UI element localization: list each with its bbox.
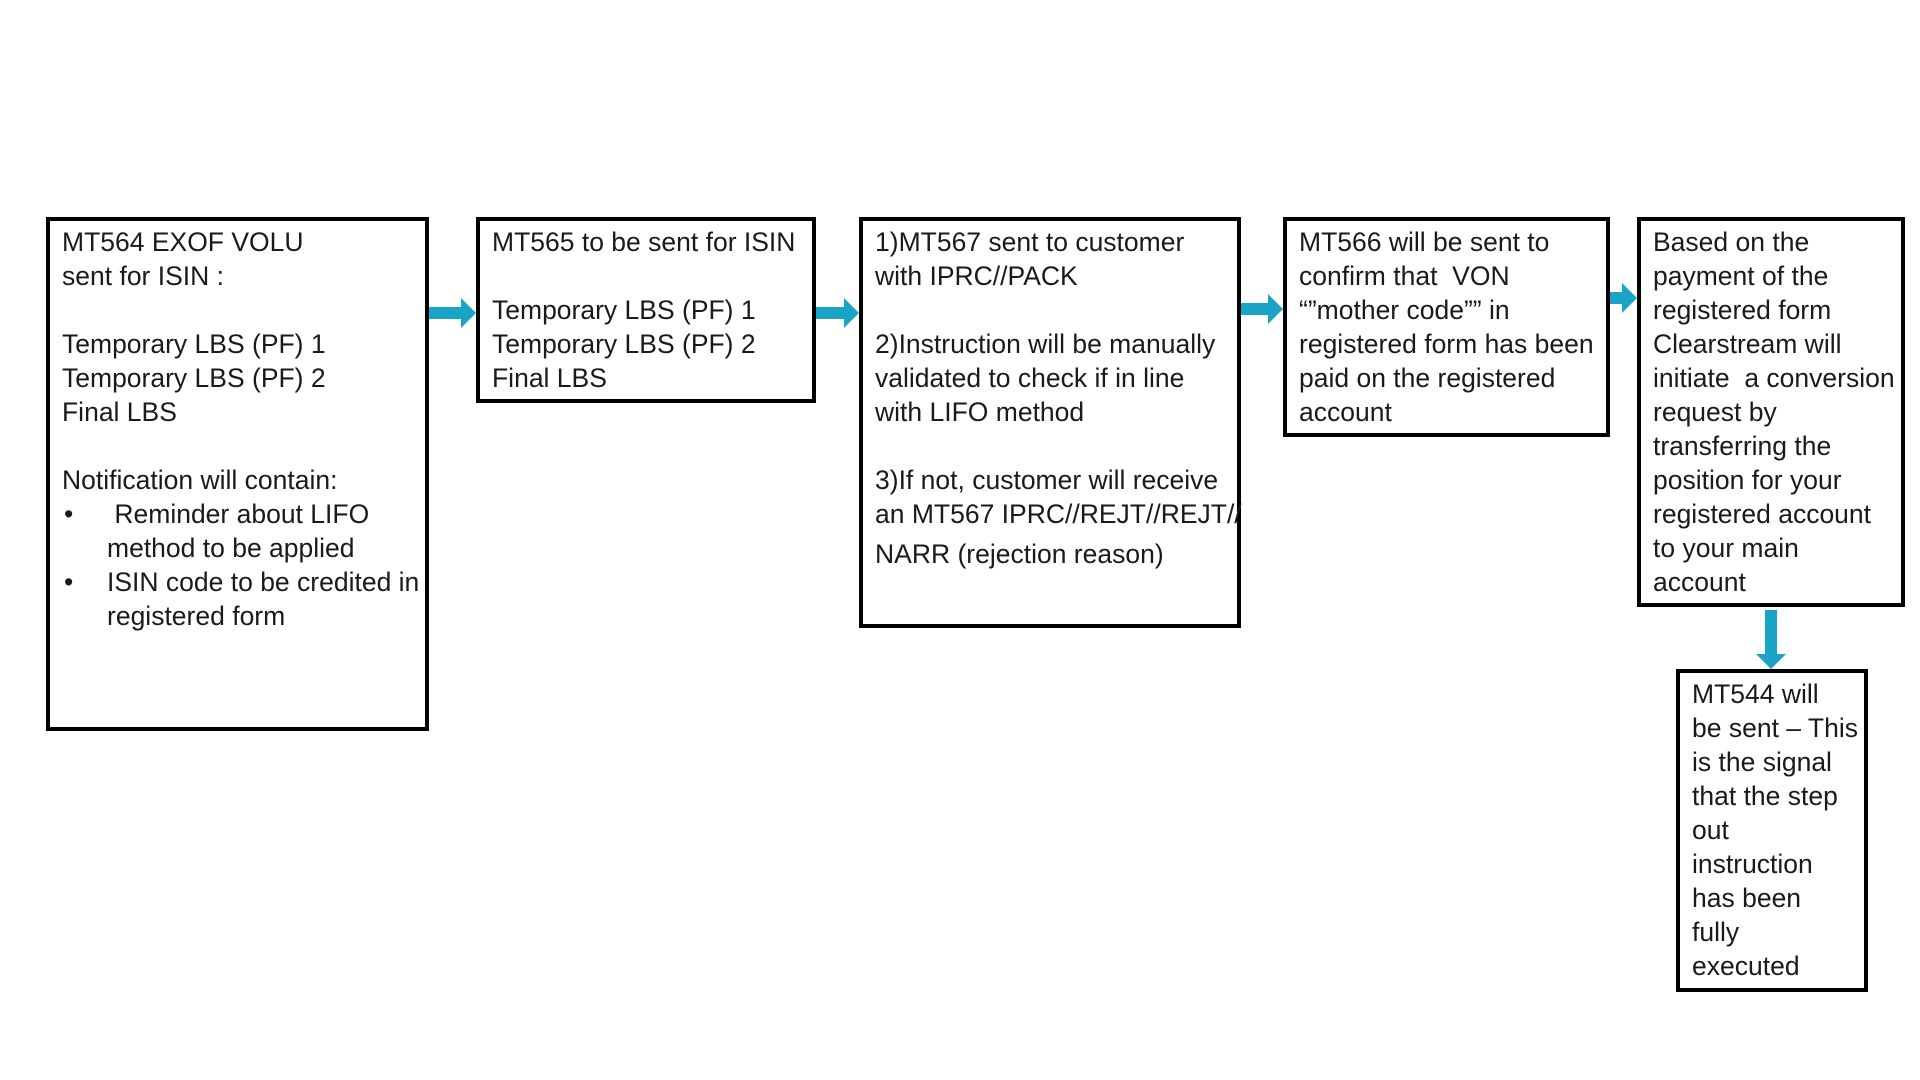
conversion-line: request by: [1653, 397, 1777, 427]
mt567-line: 2)Instruction will be manually: [875, 329, 1216, 359]
block-arrow-icon: [1241, 294, 1283, 324]
mt565-item: Temporary LBS (PF) 2: [492, 329, 756, 359]
conversion-line: Clearstream will: [1653, 329, 1842, 359]
mt544-line: be sent – This: [1692, 713, 1858, 743]
mt567-box: 1)MT567 sent to customer with IPRC//PACK…: [859, 217, 1242, 628]
mt544-line: has been: [1692, 883, 1802, 913]
block-arrow-icon: [816, 298, 859, 328]
conversion-line: Based on the: [1653, 227, 1810, 257]
mt564-subtitle: sent for ISIN :: [62, 261, 225, 291]
mt566-line: registered form has been: [1299, 329, 1594, 359]
mt564-item: Temporary LBS (PF) 2: [62, 363, 326, 393]
conversion-line: registered form: [1653, 295, 1832, 325]
conversion-line: to your main: [1653, 533, 1799, 563]
mt544-line: that the step: [1692, 781, 1838, 811]
mt566-line: paid on the registered: [1299, 363, 1556, 393]
mt565-title: MT565 to be sent for ISIN: [492, 227, 796, 257]
block-arrow-icon: [1610, 283, 1637, 313]
mt564-bullet-item: Reminder about LIFO method to be applied: [62, 497, 413, 565]
block-arrow-icon: [429, 298, 476, 328]
mt566-line: account: [1299, 397, 1392, 427]
bullet-text: registered form: [107, 601, 286, 631]
bullet-text: method to be applied: [107, 533, 355, 563]
mt567-line: with LIFO method: [875, 397, 1085, 427]
mt566-line: “”mother code”” in: [1299, 295, 1510, 325]
mt544-line: MT544 will: [1692, 679, 1819, 709]
mt544-line: out: [1692, 815, 1729, 845]
conversion-line: position for your: [1653, 465, 1842, 495]
mt567-line: validated to check if in line: [875, 363, 1185, 393]
mt544-box: MT544 will be sent – This is the signal …: [1676, 669, 1868, 992]
mt544-line: is the signal: [1692, 747, 1832, 777]
conversion-box: Based on the payment of the registered f…: [1637, 217, 1905, 607]
conversion-line: payment of the: [1653, 261, 1829, 291]
mt544-line: instruction: [1692, 849, 1813, 879]
mt564-bullet-list: Reminder about LIFO method to be applied…: [62, 497, 420, 633]
bullet-text: Reminder about LIFO: [107, 499, 370, 529]
mt567-line: 3)If not, customer will receive: [875, 465, 1219, 495]
mt565-item: Final LBS: [492, 363, 607, 393]
mt567-line: an MT567 IPRC//REJT//REJT//: [875, 499, 1242, 529]
mt564-bullet-item: ISIN code to be credited in registered f…: [62, 565, 420, 633]
mt564-box: MT564 EXOF VOLU sent for ISIN : Temporar…: [46, 217, 429, 731]
bullet-text: ISIN code to be credited in: [107, 567, 420, 597]
conversion-line: account: [1653, 567, 1746, 597]
mt565-box: MT565 to be sent for ISIN Temporary LBS …: [476, 217, 816, 403]
mt564-item: Temporary LBS (PF) 1: [62, 329, 326, 359]
mt566-line: confirm that VON: [1299, 261, 1510, 291]
mt544-line: fully: [1692, 917, 1740, 947]
mt564-item: Final LBS: [62, 397, 177, 427]
mt567-line: 1)MT567 sent to customer: [875, 227, 1185, 257]
conversion-line: initiate a conversion: [1653, 363, 1895, 393]
mt564-notification-heading: Notification will contain:: [62, 465, 338, 495]
mt564-title: MT564 EXOF VOLU: [62, 227, 304, 257]
block-arrow-icon: [1756, 610, 1786, 669]
mt566-line: MT566 will be sent to: [1299, 227, 1550, 257]
mt566-box: MT566 will be sent to confirm that VON “…: [1283, 217, 1610, 437]
conversion-line: registered account: [1653, 499, 1872, 529]
mt567-line: NARR (rejection reason): [875, 539, 1164, 569]
conversion-line: transferring the: [1653, 431, 1832, 461]
mt544-line: executed: [1692, 951, 1800, 981]
mt567-line: with IPRC//PACK: [875, 261, 1078, 291]
mt565-item: Temporary LBS (PF) 1: [492, 295, 756, 325]
